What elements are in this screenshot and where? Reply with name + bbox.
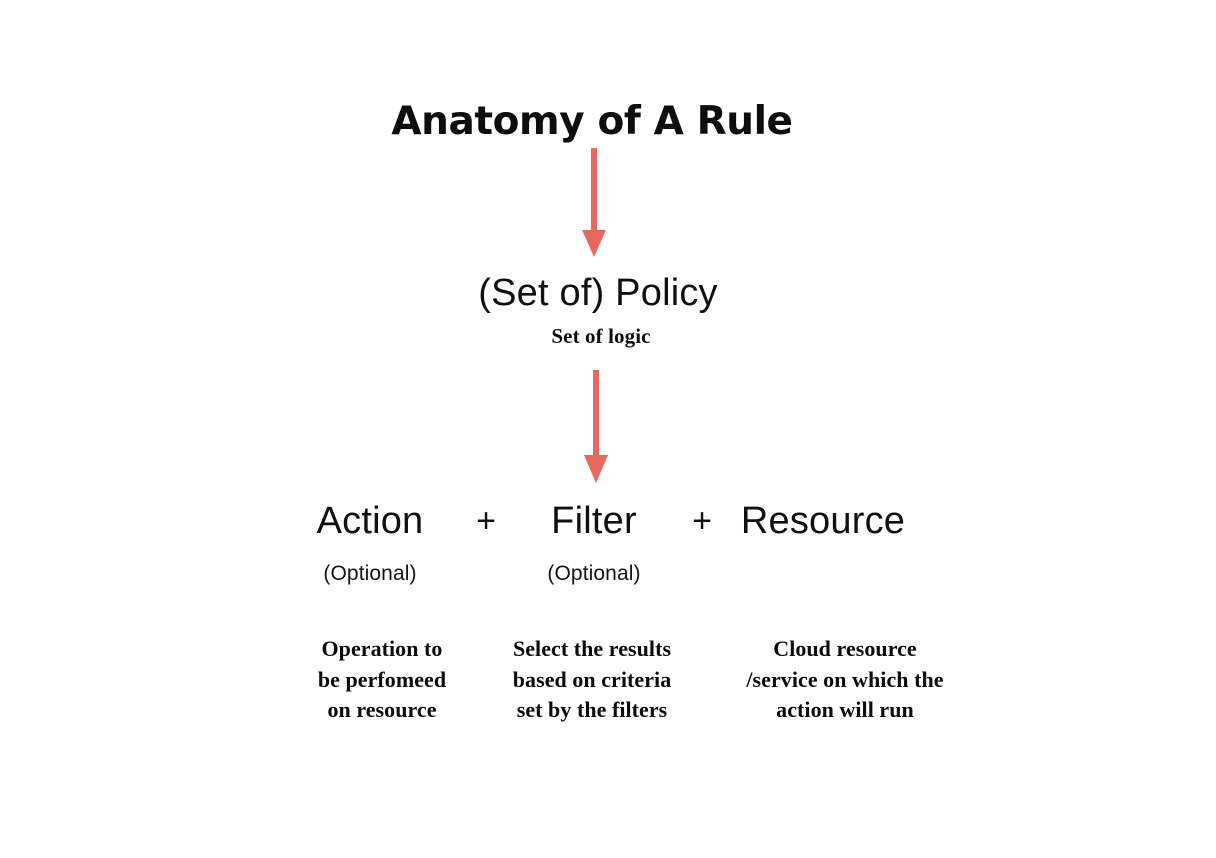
description-filter-line-1: Select the results: [512, 636, 672, 661]
description-resource: Cloud resource /service on which the act…: [720, 634, 970, 726]
page-title: Anatomy of A Rule: [391, 99, 793, 144]
description-resource-line-1: Cloud resource: [773, 636, 917, 661]
component-terms: Action + Filter + Resource (Optional) (O…: [296, 500, 920, 585]
component-term-action: Action: [316, 500, 424, 542]
component-descriptions: Operation to be perfomeed on resource Se…: [280, 634, 944, 734]
description-action-line-2: be perfomeed: [317, 666, 447, 692]
description-filter: Select the results based on criteria set…: [488, 634, 696, 726]
description-filter-line-3: set by the filters: [516, 697, 668, 722]
optional-badge-filter: (Optional): [547, 562, 641, 585]
arrow-title-to-policy-icon: [582, 148, 606, 257]
optional-badge-action: (Optional): [323, 562, 417, 585]
components-row: Action + Filter + Resource (Optional) (O…: [296, 500, 920, 610]
description-action-line-1: Operation to: [321, 636, 443, 661]
policy-sublabel: Set of logic: [551, 324, 651, 348]
policy-label: (Set of) Policy: [478, 272, 718, 314]
component-term-filter: Filter: [551, 500, 637, 542]
plus-operator-1: +: [476, 502, 496, 540]
component-term-resource: Resource: [740, 500, 906, 542]
description-action: Operation to be perfomeed on resource: [292, 634, 472, 726]
arrow-policy-to-components-icon: [584, 370, 608, 483]
description-filter-line-2: based on criteria: [512, 666, 672, 692]
description-resource-line-2: /service on which the: [746, 666, 944, 692]
description-resource-line-3: action will run: [776, 697, 914, 722]
plus-operator-2: +: [692, 502, 712, 540]
description-action-line-3: on resource: [327, 697, 437, 722]
